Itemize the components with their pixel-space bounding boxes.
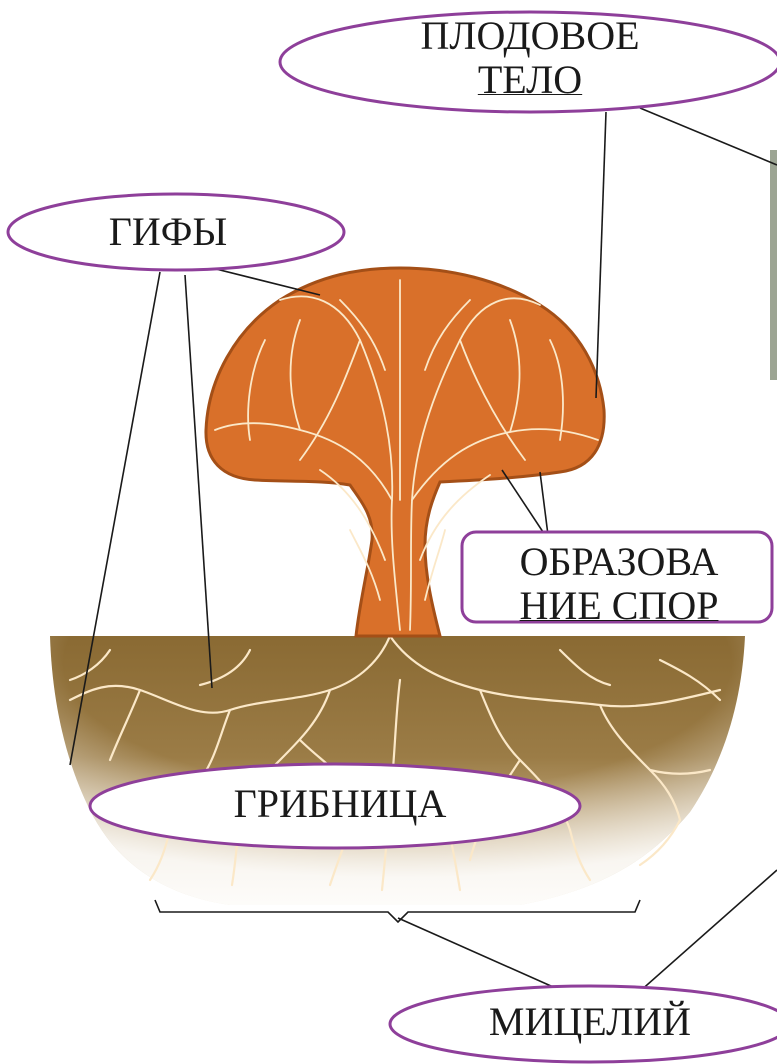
label-hyphae: ГИФЫ — [68, 210, 268, 254]
line-spores-a — [502, 470, 545, 535]
label-spore-formation-line2: НИЕ СПОР — [464, 584, 774, 628]
label-spore-formation-line1: ОБРАЗОВА — [464, 540, 774, 584]
label-fruiting-body: ПЛОДОВОЕ ТЕЛО — [360, 14, 700, 102]
label-mycelium-ground: ГРИБНИЦА — [150, 782, 530, 826]
label-spore-formation: ОБРАЗОВА НИЕ СПОР — [464, 540, 774, 628]
label-mycelium: МИЦЕЛИЙ — [420, 1000, 760, 1044]
label-fruiting-body-line1: ПЛОДОВОЕ — [360, 14, 700, 58]
right-edge-strip — [770, 150, 777, 380]
line-fruiting-body-to-right — [640, 108, 777, 165]
label-fruiting-body-line2: ТЕЛО — [360, 58, 700, 102]
line-mycelium-to-right — [630, 870, 777, 1000]
line-mycelium-to-brace — [398, 918, 560, 990]
line-spores-b — [540, 472, 548, 535]
line-hyphae-to-mycelium — [185, 275, 212, 688]
line-fruiting-body-to-cap — [596, 112, 606, 398]
